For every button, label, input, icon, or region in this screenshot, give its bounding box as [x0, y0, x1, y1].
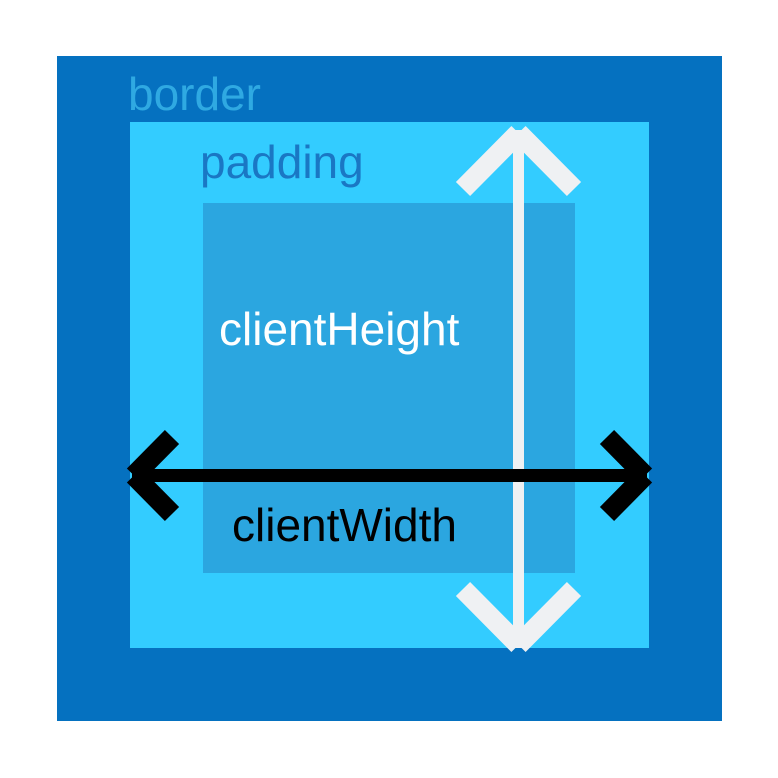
client-width-label: clientWidth — [232, 499, 457, 551]
border-label: border — [128, 68, 261, 120]
client-height-label: clientHeight — [219, 303, 460, 355]
padding-label: padding — [200, 136, 364, 188]
